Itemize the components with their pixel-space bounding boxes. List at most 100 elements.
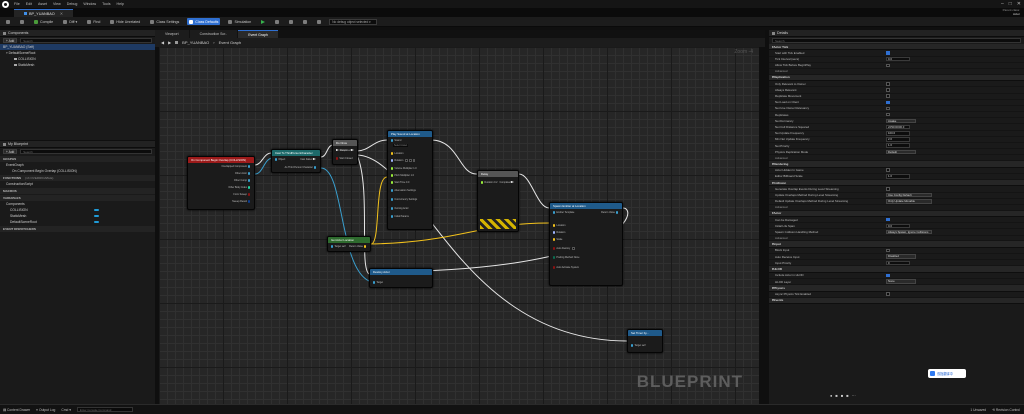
pin-duration[interactable]: Duration 0.2: [481, 181, 497, 184]
pin-from-sweep[interactable]: From Sweep: [233, 193, 251, 196]
details-number-input[interactable]: 100.0: [886, 130, 910, 136]
node-play-sound[interactable]: Play Sound at Location Sound Select Asse…: [387, 130, 433, 230]
node-spawn-emitter[interactable]: Spawn Emitter at Location Emitter Templa…: [549, 202, 623, 286]
details-dropdown[interactable]: Default: [886, 149, 916, 155]
details-number-input[interactable]: 1.0: [886, 143, 910, 148]
breadcrumb-leaf[interactable]: Event Graph: [218, 40, 242, 45]
details-checkbox[interactable]: [886, 88, 890, 92]
details-section-7[interactable]: ▾ Physics: [769, 285, 1024, 292]
parent-class-value[interactable]: Actor: [1012, 11, 1020, 16]
event-graph-item[interactable]: EventGraph: [0, 162, 155, 168]
details-section-6[interactable]: ▾ HLOD: [769, 266, 1024, 273]
details-checkbox[interactable]: [886, 168, 890, 172]
options-button[interactable]: [315, 18, 323, 25]
details-number-input[interactable]: 1.0: [886, 174, 910, 179]
details-checkbox[interactable]: [886, 273, 890, 278]
timer-target-value[interactable]: self: [641, 344, 646, 347]
component-self[interactable]: BP_YUANBAO (Self): [0, 44, 155, 50]
details-checkbox[interactable]: [886, 63, 890, 68]
node-cast-to-character[interactable]: Cast To ThirdPersonCharacter Object Cast…: [271, 149, 321, 173]
tab-bp-yuanbao[interactable]: BP_YUANBAO ✕: [14, 9, 73, 17]
pin-sound[interactable]: Sound: [391, 139, 401, 142]
pin-start-time[interactable]: Start Time 0.0: [391, 181, 409, 184]
components-search-input[interactable]: Search: [20, 38, 152, 43]
details-checkbox[interactable]: [886, 112, 890, 117]
rotation-value[interactable]: [412, 159, 416, 162]
eject-button[interactable]: [301, 18, 309, 25]
advanced-toggle[interactable]: Advanced: [769, 236, 1024, 242]
variables-section[interactable]: VARIABLES: [0, 195, 155, 201]
minimize-icon[interactable]: –: [1000, 1, 1004, 7]
pin-emitter-return[interactable]: Return Value: [601, 211, 619, 214]
content-drawer-button[interactable]: ▤ Content Drawer: [3, 408, 30, 412]
output-log-button[interactable]: ≡ Output Log: [36, 408, 55, 412]
forward-arrow-icon[interactable]: ▶: [168, 40, 172, 45]
details-checkbox[interactable]: [886, 187, 890, 191]
pin-timer-target[interactable]: Target self: [631, 344, 645, 347]
details-number-input[interactable]: 0: [886, 260, 910, 266]
details-section-0[interactable]: ▾ Actor Tick: [769, 44, 1024, 51]
play-button[interactable]: [259, 18, 267, 25]
pin-getloc-target[interactable]: Target self: [331, 245, 345, 248]
pin-concurrency[interactable]: Concurrency Settings: [391, 198, 417, 201]
my-blueprint-search-input[interactable]: Search: [20, 149, 152, 154]
duration-value[interactable]: 0.2: [494, 181, 498, 184]
pin-start-closed[interactable]: Start Closed: [336, 157, 353, 160]
pin-owning-actor[interactable]: Owning Actor: [391, 207, 409, 210]
pin-emitter-template[interactable]: Emitter Template: [553, 211, 574, 214]
variable-defaultsceneroot[interactable]: DefaultSceneRoot: [0, 219, 155, 225]
close-icon[interactable]: ✕: [1016, 1, 1021, 7]
save-button[interactable]: [4, 18, 12, 25]
pin-cast-object[interactable]: Object: [275, 158, 285, 161]
details-dropdown[interactable]: Use Config Default: [886, 192, 932, 198]
pin-emitter-location[interactable]: Location: [553, 224, 565, 227]
event-overlap-item[interactable]: On Component Begin Overlap (COLLISION): [0, 168, 155, 174]
details-search-input[interactable]: Search: [772, 38, 1021, 43]
camera-icon[interactable]: ■: [835, 393, 838, 398]
functions-count[interactable]: (13 OVERRIDABLE): [25, 176, 54, 180]
pin-attenuation[interactable]: Attenuation Settings: [391, 189, 416, 192]
menu-debug[interactable]: Debug: [66, 2, 78, 6]
menu-edit[interactable]: Edit: [25, 2, 32, 6]
auto-destroy-checkbox[interactable]: [571, 247, 575, 250]
add-member-button[interactable]: + Add: [3, 149, 18, 154]
compile-button[interactable]: Compile: [32, 18, 55, 25]
details-checkbox[interactable]: [886, 94, 890, 98]
pin-sweep-result[interactable]: Sweep Result: [232, 200, 251, 203]
details-number-input[interactable]: 0.0: [886, 223, 910, 229]
details-number-input[interactable]: 225000000.0: [886, 124, 910, 130]
components-category[interactable]: Components: [0, 201, 155, 207]
sound-asset-picker[interactable]: Select Asset: [393, 144, 409, 147]
details-section-1[interactable]: ▾ Replication: [769, 74, 1024, 82]
details-number-input[interactable]: 0.0: [886, 56, 910, 62]
pin-location[interactable]: Location: [391, 152, 403, 155]
details-section-4[interactable]: ▾ Actor: [769, 210, 1024, 218]
pin-pitch[interactable]: Pitch Multiplier 1.0: [391, 174, 414, 177]
pin-volume[interactable]: Volume Multiplier 1.0: [391, 167, 417, 170]
component-collision[interactable]: COLLISION: [0, 56, 155, 62]
details-section-8[interactable]: ▾ Events: [769, 297, 1024, 305]
functions-section[interactable]: FUNCTIONS(13 OVERRIDABLE): [0, 175, 155, 181]
pin-destroy-target[interactable]: Target: [373, 281, 383, 284]
pitch-value[interactable]: 1.0: [410, 174, 414, 177]
node-delay[interactable]: Delay Duration 0.2 Completed: [477, 170, 519, 232]
rotation-value[interactable]: [408, 159, 412, 162]
pin-as-character[interactable]: As Third Person Character: [285, 166, 317, 169]
stop-button[interactable]: [287, 18, 295, 25]
pin-pooling-method[interactable]: Pooling Method None: [553, 256, 579, 259]
pin-overlapped-component[interactable]: Overlapped Component: [222, 165, 251, 168]
unsaved-button[interactable]: 1 Unsaved: [970, 408, 986, 412]
details-section-2[interactable]: ▾ Rendering: [769, 161, 1024, 168]
class-defaults-button[interactable]: Class Defaults: [187, 18, 221, 25]
pin-cast-failed[interactable]: Cast Failed: [300, 158, 317, 161]
details-checkbox[interactable]: [886, 100, 890, 105]
details-dropdown[interactable]: Only Update Movable: [886, 199, 932, 204]
add-component-button[interactable]: + Add: [3, 38, 18, 43]
menu-window[interactable]: Window: [83, 2, 97, 6]
pin-initial-params[interactable]: Initial Params: [391, 215, 409, 218]
breadcrumb-root[interactable]: BP_YUANBAO: [182, 40, 210, 45]
menu-file[interactable]: File: [14, 2, 20, 6]
cmd-button[interactable]: Cmd ▾: [61, 407, 71, 412]
translate-badge[interactable]: 双指翻译中: [928, 369, 966, 378]
details-dropdown[interactable]: None: [886, 279, 916, 284]
